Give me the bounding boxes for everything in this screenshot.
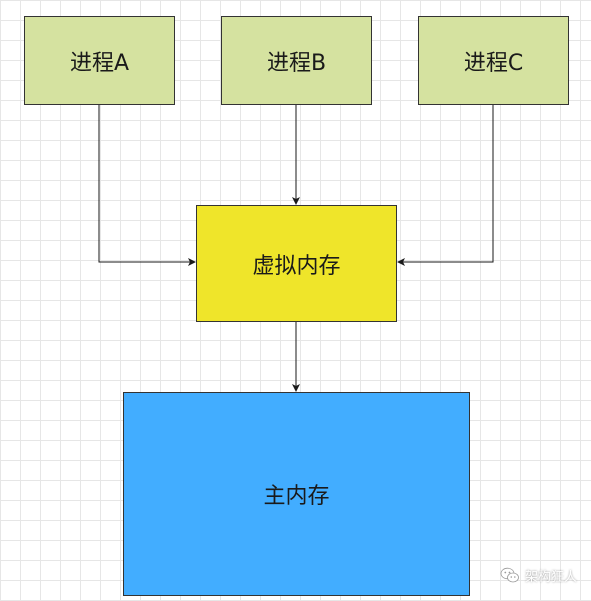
wechat-icon [500,567,520,584]
watermark: 架构狂人 [500,566,577,585]
edge-process-c-to-virtual-memory [397,105,494,266]
process-a-node: 进程A [24,16,175,105]
watermark-text: 架构狂人 [524,570,577,585]
process-b-node: 进程B [221,16,372,105]
process-a-label: 进程A [69,50,130,76]
virtual-memory-label: 虚拟内存 [252,253,341,279]
main-memory-node: 主内存 [123,392,470,596]
edge-process-a-to-virtual-memory [98,105,196,266]
process-c-label: 进程C [463,50,524,76]
main-memory-label: 主内存 [263,484,330,509]
process-c-node: 进程C [418,16,569,105]
process-b-label: 进程B [266,50,327,76]
virtual-memory-node: 虚拟内存 [196,205,397,322]
